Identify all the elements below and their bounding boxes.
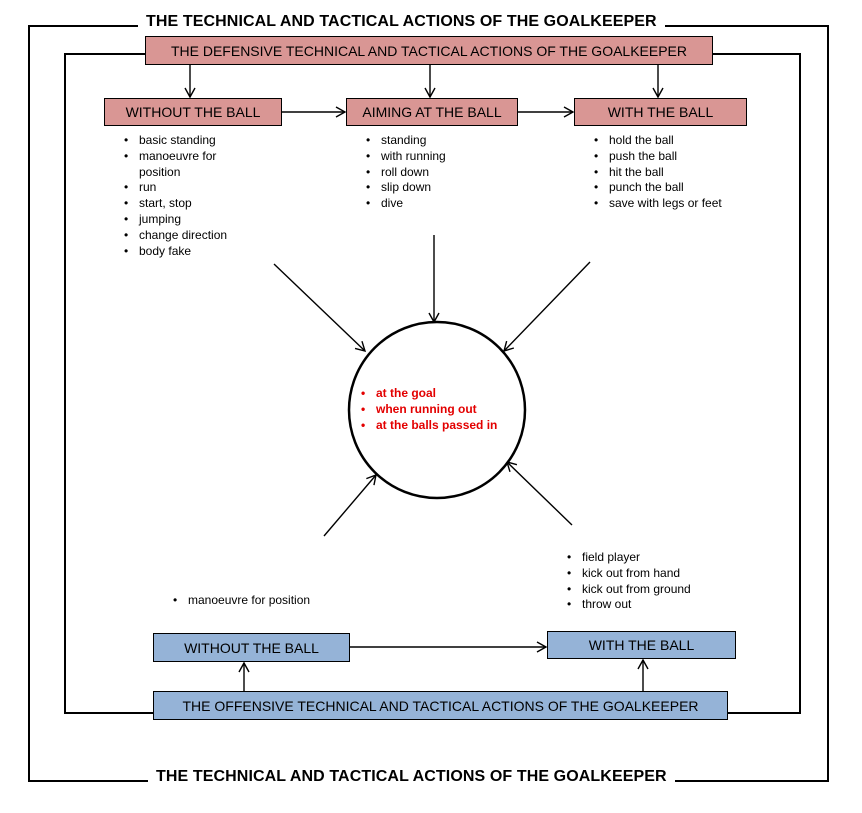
- list-item: when running out: [361, 402, 497, 418]
- def-aiming-ball-list: standing with running roll down slip dow…: [366, 133, 446, 212]
- list-item: at the balls passed in: [361, 418, 497, 434]
- arrow-right-bottom-to-circle: [505, 460, 573, 526]
- off-with-ball-list: field player kick out from hand kick out…: [567, 550, 691, 613]
- list-item: start, stop: [124, 196, 249, 212]
- arrow-left-bottom-to-circle: [323, 473, 377, 537]
- list-item: dive: [366, 196, 446, 212]
- list-item: body fake: [124, 244, 249, 260]
- list-item: hold the ball: [594, 133, 722, 149]
- list-item: hit the ball: [594, 165, 722, 181]
- def-aiming-ball-box: AIMING AT THE BALL: [346, 98, 518, 126]
- list-item: roll down: [366, 165, 446, 181]
- list-item: run: [124, 180, 249, 196]
- def-without-ball-box: WITHOUT THE BALL: [104, 98, 282, 126]
- list-item: kick out from hand: [567, 566, 691, 582]
- list-item: jumping: [124, 212, 249, 228]
- def-with-ball-list: hold the ball push the ball hit the ball…: [594, 133, 722, 212]
- list-item: kick out from ground: [567, 582, 691, 598]
- def-without-ball-list: basic standing manoeuvre for position ru…: [124, 133, 249, 259]
- off-without-ball-list: manoeuvre for position: [173, 593, 310, 609]
- bottom-title: THE TECHNICAL AND TACTICAL ACTIONS OF TH…: [148, 768, 675, 786]
- list-item: basic standing: [124, 133, 249, 149]
- list-item: field player: [567, 550, 691, 566]
- list-item: at the goal: [361, 386, 497, 402]
- list-item: change direction: [124, 228, 249, 244]
- list-item: manoeuvre for position: [173, 593, 310, 609]
- off-without-ball-box: WITHOUT THE BALL: [153, 633, 350, 662]
- center-list: at the goal when running out at the ball…: [361, 386, 497, 433]
- list-item: save with legs or feet: [594, 196, 722, 212]
- offensive-title-box: THE OFFENSIVE TECHNICAL AND TACTICAL ACT…: [153, 691, 728, 720]
- list-item: standing: [366, 133, 446, 149]
- list-item: punch the ball: [594, 180, 722, 196]
- list-item: manoeuvre for position: [124, 149, 249, 181]
- list-item: throw out: [567, 597, 691, 613]
- list-item: push the ball: [594, 149, 722, 165]
- top-title: THE TECHNICAL AND TACTICAL ACTIONS OF TH…: [138, 13, 665, 31]
- def-with-ball-box: WITH THE BALL: [574, 98, 747, 126]
- off-with-ball-box: WITH THE BALL: [547, 631, 736, 659]
- list-item: with running: [366, 149, 446, 165]
- arrow-right-top-to-circle: [502, 261, 591, 353]
- list-item: slip down: [366, 180, 446, 196]
- defensive-title-box: THE DEFENSIVE TECHNICAL AND TACTICAL ACT…: [145, 36, 713, 65]
- arrow-left-top-to-circle: [273, 263, 367, 352]
